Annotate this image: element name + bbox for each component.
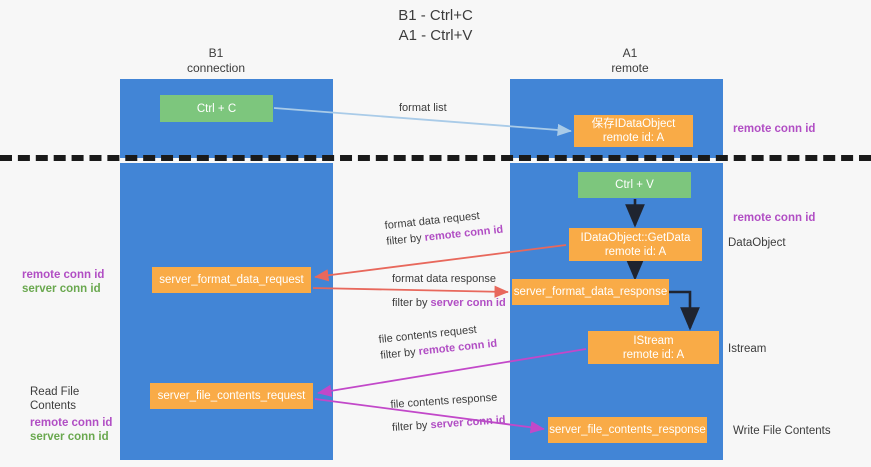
- edge-label-file-contents-response: file contents response filter by server …: [390, 390, 506, 435]
- edge-format-list-line1: format list: [399, 102, 447, 114]
- node-istream[interactable]: IStream remote id: A: [588, 331, 719, 364]
- edge-file-contents-response-prefix: filter by: [391, 419, 431, 434]
- column-header-b1: B1 connection: [130, 46, 302, 76]
- node-ctrl-c-label: Ctrl + C: [196, 102, 237, 115]
- node-server-format-data-request-label: server_format_data_request: [159, 274, 304, 286]
- column-header-a1: A1 remote: [520, 46, 740, 76]
- title-line-1: B1 - Ctrl+C: [398, 7, 473, 24]
- column-a1-role: remote: [611, 61, 649, 75]
- annotation-left-conn-ids-1: remote conn id server conn id: [22, 268, 117, 296]
- column-a1-name: A1: [622, 46, 638, 60]
- edge-label-file-contents-request: file contents request filter by remote c…: [378, 321, 498, 363]
- annotation-left-server-conn-id-1: server conn id: [22, 283, 101, 295]
- node-server-file-contents-response-label: server_file_contents_response: [549, 424, 706, 436]
- node-istream-label: IStream: [633, 334, 674, 347]
- edge-format-data-response-line2: filter by server conn id: [392, 296, 506, 310]
- edge-file-contents-response-line1: file contents response: [390, 391, 498, 411]
- edge-file-contents-request-prefix: filter by: [379, 345, 420, 362]
- annotation-dataobject: DataObject: [728, 237, 786, 249]
- lane-a1-bottom: [510, 163, 723, 460]
- annotation-write-file-contents: Write File Contents: [733, 425, 831, 437]
- column-b1-name: B1: [208, 46, 224, 60]
- edge-file-contents-response-line2: filter by server conn id: [392, 413, 506, 435]
- node-server-file-contents-request[interactable]: server_file_contents_request: [150, 383, 313, 409]
- node-server-file-contents-response[interactable]: server_file_contents_response: [548, 417, 707, 443]
- node-server-file-contents-request-label: server_file_contents_request: [157, 390, 306, 402]
- annotation-left-conn-ids-2: Read File Contents remote conn id server…: [30, 385, 125, 444]
- edge-format-data-response-prefix: filter by: [392, 297, 431, 309]
- node-save-idataobject-sub: remote id: A: [602, 132, 665, 144]
- edge-label-format-list: format list: [399, 101, 447, 115]
- node-server-format-data-response-label: server_format_data_response: [513, 286, 668, 298]
- node-save-idataobject[interactable]: 保存IDataObject remote id: A: [574, 115, 693, 147]
- annotation-read-file-contents: Read File Contents: [30, 386, 80, 412]
- phase-divider: [0, 155, 871, 161]
- edge-format-data-response-key: server conn id: [430, 297, 506, 309]
- page-title: B1 - Ctrl+C A1 - Ctrl+V: [0, 6, 871, 46]
- node-getdata-label: IDataObject::GetData: [580, 231, 691, 244]
- annotation-left-server-conn-id-2: server conn id: [30, 431, 109, 443]
- edge-format-data-response-line1: format data response: [392, 273, 496, 285]
- edge-file-contents-response-key: server conn id: [430, 414, 506, 432]
- edge-label-format-data-response: format data response filter by server co…: [392, 272, 506, 310]
- column-b1-role: connection: [186, 61, 246, 75]
- node-server-format-data-request[interactable]: server_format_data_request: [152, 267, 311, 293]
- annotation-istream: Istream: [728, 343, 767, 355]
- annotation-remote-conn-id-mid: remote conn id: [733, 212, 816, 224]
- node-istream-sub: remote id: A: [622, 348, 685, 361]
- node-ctrl-v[interactable]: Ctrl + V: [578, 172, 691, 198]
- node-getdata-sub: remote id: A: [604, 245, 667, 258]
- annotation-left-remote-conn-id-2: remote conn id: [30, 417, 113, 429]
- node-ctrl-v-label: Ctrl + V: [615, 179, 654, 191]
- annotation-left-remote-conn-id-1: remote conn id: [22, 269, 105, 281]
- lane-b1-bottom: [120, 163, 333, 460]
- node-save-idataobject-label: 保存IDataObject: [591, 118, 676, 130]
- edge-label-format-data-request: format data request filter by remote con…: [384, 207, 504, 249]
- node-server-format-data-response[interactable]: server_format_data_response: [512, 279, 669, 305]
- edge-format-data-request-prefix: filter by: [385, 231, 426, 248]
- annotation-remote-conn-id-top: remote conn id: [733, 123, 816, 135]
- title-line-2: A1 - Ctrl+V: [398, 27, 473, 44]
- node-idataobject-getdata[interactable]: IDataObject::GetData remote id: A: [569, 228, 702, 261]
- node-ctrl-c[interactable]: Ctrl + C: [160, 95, 273, 122]
